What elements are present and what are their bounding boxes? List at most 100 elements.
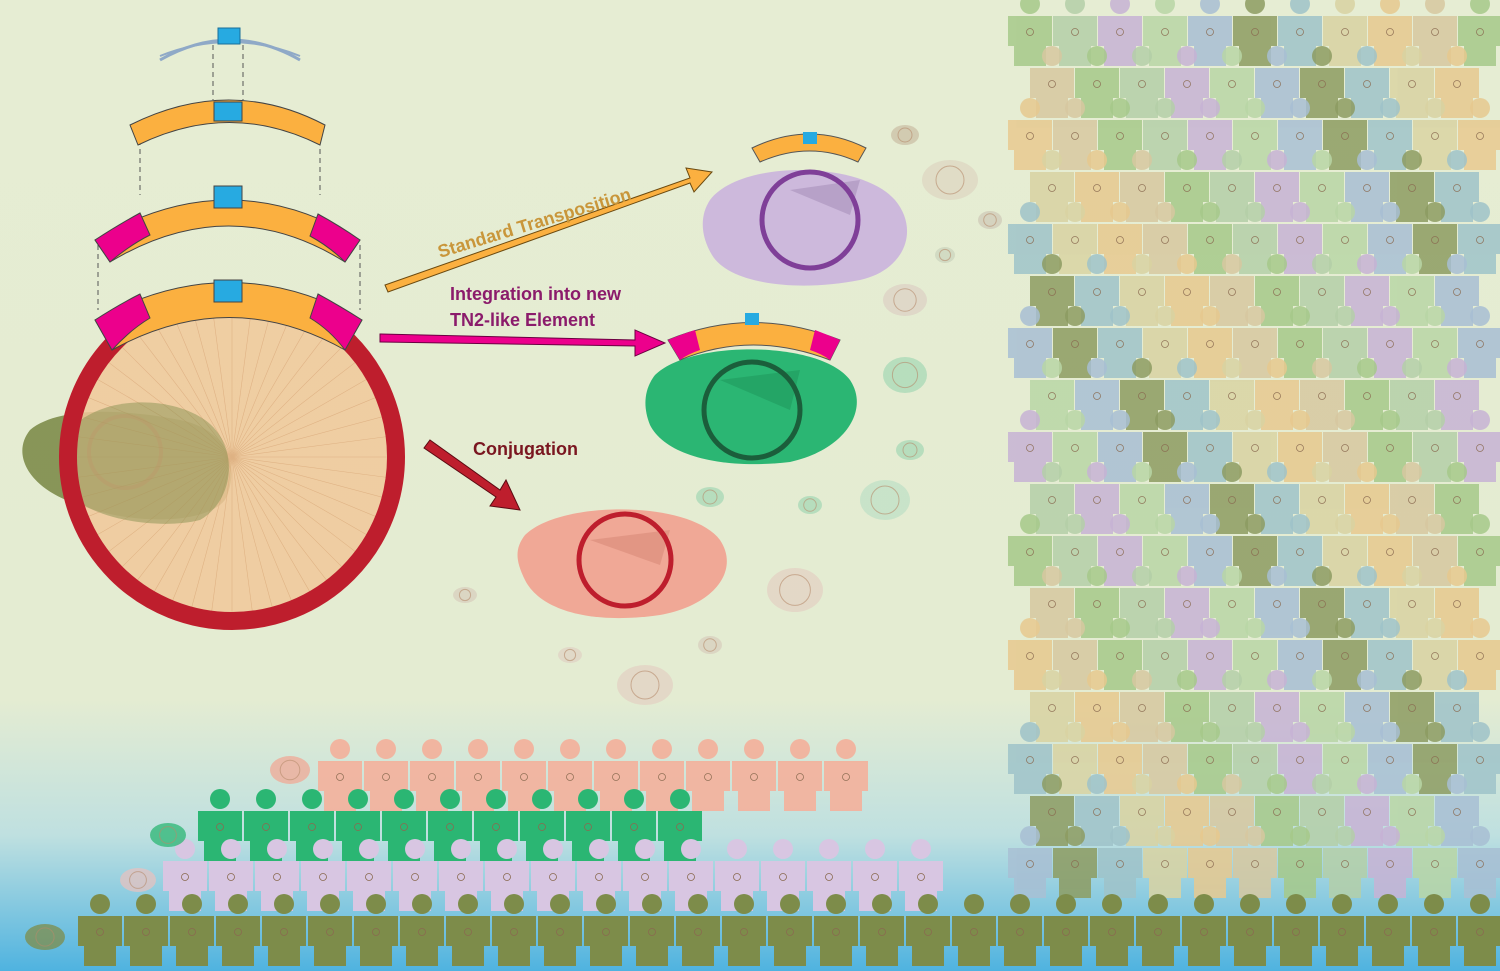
person-plasmid-icon: [1251, 756, 1259, 764]
person-plasmid-icon: [1318, 392, 1326, 400]
person-plasmid-icon: [1116, 652, 1124, 660]
person-plasmid-icon: [280, 928, 288, 936]
person-plasmid-icon: [1273, 600, 1281, 608]
bacterium-cell-icon: [767, 568, 823, 612]
bacterium-cell-icon: [935, 247, 955, 263]
person-plasmid-icon: [1228, 704, 1236, 712]
person-plasmid-icon: [1341, 28, 1349, 36]
person-plasmid-icon: [1296, 28, 1304, 36]
faded-bacteria-group: [25, 125, 1002, 950]
label-conjugation: Conjugation: [473, 439, 578, 459]
person-plasmid-icon: [1318, 496, 1326, 504]
person-plasmid-icon: [1071, 860, 1079, 868]
person-plasmid-icon: [411, 873, 419, 881]
person-plasmid-icon: [1296, 756, 1304, 764]
person-plasmid-icon: [1062, 928, 1070, 936]
person-plasmid-icon: [1296, 860, 1304, 868]
person-plasmid-icon: [1206, 652, 1214, 660]
person-plasmid-icon: [1048, 288, 1056, 296]
person-plasmid-icon: [1071, 652, 1079, 660]
person-plasmid-icon: [1431, 756, 1439, 764]
recipient-green-bacterium: [645, 313, 857, 465]
person-plasmid-icon: [1161, 28, 1169, 36]
person-plasmid-icon: [1048, 808, 1056, 816]
person-plasmid-icon: [1273, 704, 1281, 712]
person-plasmid-icon: [1453, 808, 1461, 816]
person-plasmid-icon: [1363, 600, 1371, 608]
person-plasmid-icon: [878, 928, 886, 936]
person-plasmid-icon: [1363, 80, 1371, 88]
person-plasmid-icon: [1048, 392, 1056, 400]
person-plasmid-icon: [1093, 184, 1101, 192]
person-plasmid-icon: [1273, 392, 1281, 400]
person-plasmid-icon: [832, 928, 840, 936]
person-plasmid-icon: [273, 873, 281, 881]
bacterium-cell-icon: [696, 487, 724, 507]
person-plasmid-icon: [1363, 184, 1371, 192]
person-plasmid-icon: [1251, 236, 1259, 244]
person-plasmid-icon: [1251, 28, 1259, 36]
person-plasmid-icon: [1183, 80, 1191, 88]
person-plasmid-icon: [1476, 652, 1484, 660]
person-plasmid-icon: [1161, 860, 1169, 868]
person-plasmid-icon: [1386, 236, 1394, 244]
person-plasmid-icon: [96, 928, 104, 936]
person-plasmid-icon: [1408, 392, 1416, 400]
person-plasmid-icon: [142, 928, 150, 936]
recipient-purple-bacterium: [702, 132, 908, 286]
person-plasmid-icon: [1161, 444, 1169, 452]
person-plasmid-icon: [1228, 496, 1236, 504]
person-plasmid-icon: [1251, 860, 1259, 868]
person-plasmid-icon: [1228, 184, 1236, 192]
person-plasmid-icon: [308, 823, 316, 831]
person-plasmid-icon: [234, 928, 242, 936]
person-plasmid-icon: [1273, 288, 1281, 296]
person-plasmid-icon: [1071, 236, 1079, 244]
person-plasmid-icon: [503, 873, 511, 881]
person-plasmid-icon: [1408, 496, 1416, 504]
person-plasmid-icon: [1048, 80, 1056, 88]
label-integration-line1: Integration into new: [450, 284, 622, 304]
person-plasmid-icon: [1476, 548, 1484, 556]
person-plasmid-icon: [1386, 548, 1394, 556]
label-integration-line2: TN2-like Element: [450, 310, 595, 330]
person-plasmid-icon: [1476, 340, 1484, 348]
plasmid-ring-icon: [935, 165, 965, 195]
plasmid-ring-icon: [279, 759, 301, 781]
bacterium-cell-icon: [558, 647, 582, 663]
person-plasmid-icon: [1183, 288, 1191, 296]
population-crowd-right: [1008, 0, 1500, 898]
person-plasmid-icon: [1206, 132, 1214, 140]
bacterium-cell-icon: [798, 496, 822, 514]
magnified-plasmid-spokes: [74, 299, 390, 615]
person-plasmid-icon: [354, 823, 362, 831]
bacterium-cell-icon: [922, 160, 978, 200]
plasmid-ring-icon: [803, 498, 817, 512]
person-plasmid-icon: [1292, 928, 1300, 936]
person-plasmid-icon: [1093, 288, 1101, 296]
person-plasmid-icon: [1341, 340, 1349, 348]
person-plasmid-icon: [595, 873, 603, 881]
person-plasmid-icon: [556, 928, 564, 936]
person-plasmid-icon: [1200, 928, 1208, 936]
arrow-integration: [379, 329, 667, 357]
person-plasmid-icon: [566, 773, 574, 781]
person-plasmid-icon: [510, 928, 518, 936]
person-plasmid-icon: [842, 773, 850, 781]
person-plasmid-icon: [1386, 132, 1394, 140]
person-plasmid-icon: [630, 823, 638, 831]
person-plasmid-icon: [1251, 444, 1259, 452]
person-plasmid-icon: [658, 773, 666, 781]
person-plasmid-icon: [1296, 340, 1304, 348]
person-plasmid-icon: [1048, 496, 1056, 504]
person-plasmid-icon: [694, 928, 702, 936]
person-plasmid-icon: [1161, 548, 1169, 556]
person-plasmid-icon: [1154, 928, 1162, 936]
person-plasmid-icon: [1116, 132, 1124, 140]
person-plasmid-icon: [1071, 548, 1079, 556]
person-plasmid-icon: [1341, 548, 1349, 556]
person-plasmid-icon: [1228, 808, 1236, 816]
magnified-plasmid: [59, 284, 405, 630]
plasmid-ring-icon: [891, 361, 919, 389]
